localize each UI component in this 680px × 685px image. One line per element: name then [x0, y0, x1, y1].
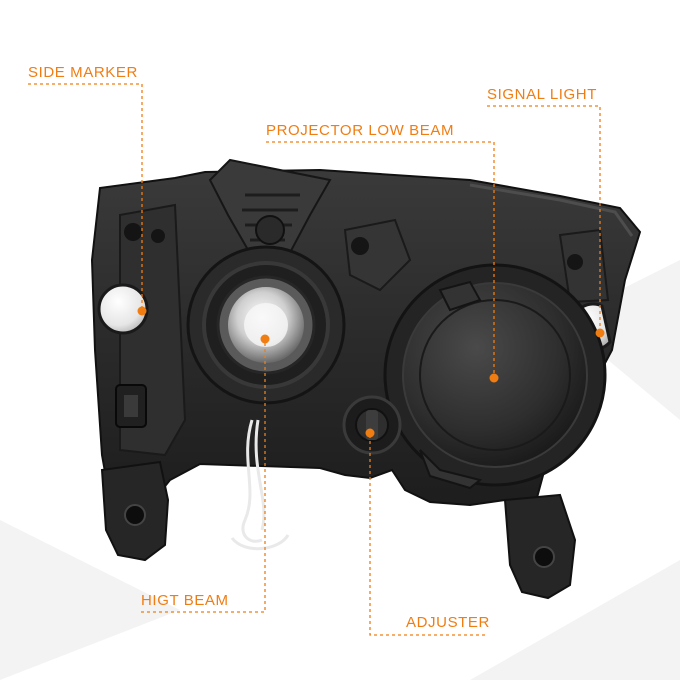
- projector-low-beam-dot: [489, 373, 499, 383]
- side-marker-dot: [137, 306, 147, 316]
- callout-leaders: [28, 83, 601, 636]
- projector-low-beam-cap: [383, 263, 607, 490]
- high-beam-leader: [141, 339, 266, 613]
- signal-light-leader: [487, 105, 601, 333]
- high-beam-label: HIGT BEAM: [141, 592, 229, 609]
- adjuster-label: ADJUSTER: [406, 614, 490, 631]
- adjuster-knob: [342, 395, 402, 455]
- signal-light-label: SIGNAL LIGHT: [487, 86, 598, 103]
- side-marker-label: SIDE MARKER: [28, 64, 138, 81]
- adjuster-dot: [365, 428, 375, 438]
- callout-dots: [137, 306, 605, 438]
- background-shapes: [0, 260, 680, 680]
- side-marker-leader: [28, 83, 143, 311]
- high-beam-dot: [260, 334, 270, 344]
- projector-low-beam-leader: [266, 141, 495, 378]
- projector-low-beam-label: PROJECTOR LOW BEAM: [266, 122, 455, 139]
- high-beam-module: [186, 245, 346, 405]
- wire-connector: [115, 384, 147, 428]
- signal-light-dot: [595, 328, 605, 338]
- side-marker-bulb: [97, 283, 149, 335]
- high-beam-wire: [230, 419, 290, 551]
- adjuster-leader: [369, 433, 485, 636]
